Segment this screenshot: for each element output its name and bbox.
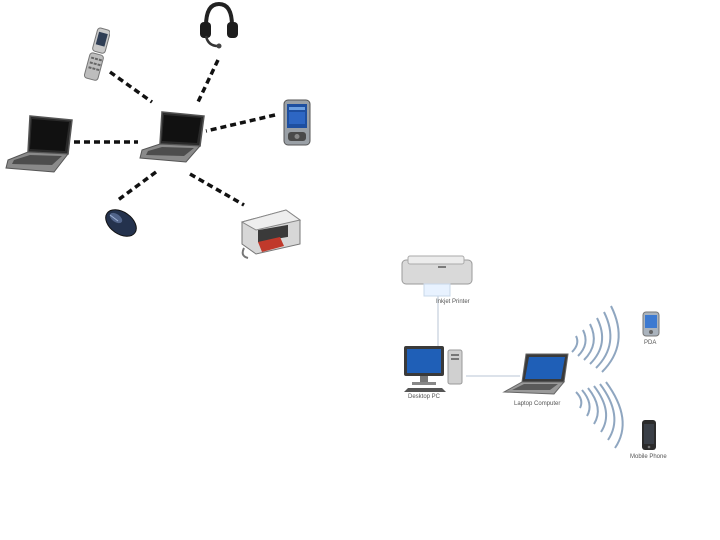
- mobile-phone-node[interactable]: Mobile Phone: [630, 418, 670, 462]
- wifi-waves-upper: [571, 305, 620, 373]
- link-hub-mouse: [116, 170, 158, 202]
- mobile-phone-icon: [642, 420, 656, 450]
- pda-label: PDA: [644, 340, 657, 346]
- link-hub-printer: [189, 172, 245, 207]
- desktop-pc-label: Desktop PC: [408, 394, 441, 400]
- right-network-diagram: Inkjet Printer Desktop PC Laptop Compute…: [380, 240, 680, 470]
- pda-icon: [283, 99, 311, 146]
- headset-device[interactable]: [198, 0, 240, 50]
- headset-icon: [200, 1, 238, 49]
- pda-node[interactable]: PDA: [638, 310, 668, 350]
- printer-icon: [240, 209, 302, 259]
- desktop-pc-icon: [404, 346, 463, 392]
- left-connection-lines: [74, 59, 276, 207]
- link-hub-flip-phone: [108, 70, 154, 104]
- inkjet-printer-label: Inkjet Printer: [436, 299, 470, 305]
- printer-device[interactable]: [236, 204, 304, 264]
- mobile-phone-label: Mobile Phone: [630, 454, 667, 460]
- laptop-computer-node[interactable]: Laptop Computer: [498, 350, 574, 414]
- laptop-icon: [502, 353, 569, 395]
- hub-laptop[interactable]: [138, 110, 208, 166]
- wifi-waves-lower: [575, 381, 624, 449]
- laptop-icon: [139, 111, 205, 163]
- link-hub-headset: [196, 59, 220, 103]
- link-hub-pda: [205, 113, 276, 133]
- desktop-pc-node[interactable]: Desktop PC: [402, 344, 474, 408]
- laptop-computer-label: Laptop Computer: [514, 401, 561, 407]
- inkjet-printer-node[interactable]: Inkjet Printer: [398, 252, 478, 308]
- mouse-icon: [105, 209, 137, 237]
- left-network-diagram: [0, 0, 340, 280]
- flip-phone-icon: [83, 27, 111, 81]
- pda-icon: [642, 311, 660, 337]
- laptop-device[interactable]: [4, 114, 74, 176]
- flip-phone-device[interactable]: [83, 26, 111, 84]
- laptop-icon: [5, 115, 73, 173]
- pda-device[interactable]: [282, 98, 312, 148]
- printer-icon: [401, 255, 473, 297]
- mouse-device[interactable]: [100, 204, 142, 242]
- right-diagram-lines: [437, 292, 624, 449]
